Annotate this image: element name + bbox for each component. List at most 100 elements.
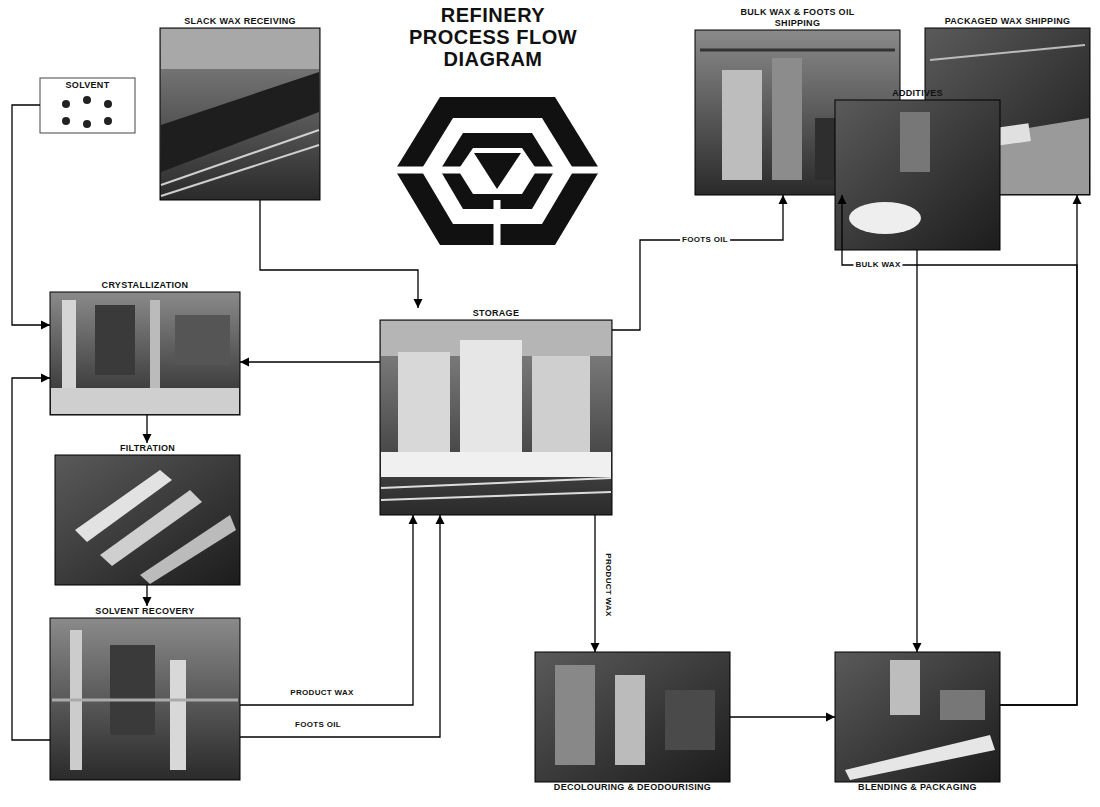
station-label: BULK WAX & FOOTS OIL SHIPPING	[730, 7, 865, 30]
machine	[940, 690, 985, 720]
column	[615, 675, 645, 765]
flow-label: PRODUCT WAX	[603, 551, 613, 618]
flow-arrow	[916, 250, 917, 652]
photo-frame	[55, 455, 240, 585]
photo-area	[835, 652, 1000, 782]
bag	[849, 202, 921, 234]
photo-area	[50, 292, 240, 415]
flask-icon	[83, 96, 91, 104]
conveyor	[845, 735, 995, 780]
tank	[460, 340, 522, 452]
station-label: PACKAGED WAX SHIPPING	[925, 16, 1090, 28]
flow-arrow	[240, 515, 440, 737]
photo-frame	[50, 292, 240, 415]
process-station: BULK WAX & FOOTS OIL SHIPPING	[695, 7, 900, 195]
flow-label: FOOTS OIL	[293, 720, 343, 730]
process-station: DECOLOURING & DEODOURISING	[535, 652, 730, 794]
flow-arrow	[12, 105, 50, 325]
column	[170, 660, 186, 770]
input-box: SOLVENT	[40, 78, 135, 133]
photo-frame	[835, 100, 1000, 250]
flask-icon	[62, 117, 70, 125]
flow-arrow	[12, 378, 50, 740]
photo	[160, 28, 320, 200]
logo-cut	[395, 167, 462, 174]
diagram-title: REFINERY PROCESS FLOW DIAGRAM	[400, 4, 586, 70]
machine	[890, 660, 920, 715]
flow-arrow	[240, 515, 413, 705]
tank	[772, 58, 802, 180]
photo-area	[55, 455, 240, 585]
photo	[835, 100, 1000, 250]
logo-triangle	[474, 153, 521, 189]
photo-area	[160, 28, 320, 200]
station-label: SLACK WAX RECEIVING	[160, 16, 320, 28]
photo-area	[695, 30, 900, 195]
photo	[50, 292, 240, 415]
logo-cut	[533, 167, 600, 174]
logo-cut	[494, 200, 501, 245]
process-station: PACKAGED WAX SHIPPING	[925, 16, 1090, 195]
tank	[398, 352, 450, 452]
flow-arrow	[1000, 195, 1077, 705]
rail	[161, 145, 319, 196]
tank	[532, 356, 590, 452]
flask-icon	[62, 100, 70, 108]
rail	[161, 130, 319, 185]
photo-sky	[161, 29, 319, 69]
logo-outer	[395, 97, 600, 245]
hopper	[900, 112, 930, 172]
photo-frame	[535, 652, 730, 782]
station-label: FILTRATION	[55, 443, 240, 455]
logo-gap	[458, 148, 537, 194]
flow-arrow	[146, 585, 147, 606]
pipe	[381, 478, 611, 488]
flow-arrow	[842, 195, 1077, 705]
beam	[930, 45, 1085, 60]
photo	[50, 618, 240, 780]
station-label: CRYSTALLIZATION	[50, 280, 240, 292]
photo-area	[535, 652, 730, 782]
photo-frame	[835, 652, 1000, 782]
pipe	[381, 492, 611, 500]
station-label: ADDITIVES	[835, 88, 1000, 100]
solvent-panel	[40, 78, 135, 133]
station-label: SOLVENT	[40, 78, 135, 92]
filter-drum	[140, 515, 236, 584]
process-station: SLACK WAX RECEIVING	[160, 16, 320, 200]
photo	[835, 652, 1000, 782]
station-label: STORAGE	[380, 308, 612, 320]
station-label: BLENDING & PACKAGING	[835, 782, 1000, 794]
photo-frame	[160, 28, 320, 200]
flask-icon	[83, 120, 91, 128]
flow-arrow	[240, 361, 380, 362]
photo-area	[380, 320, 612, 515]
process-station: STORAGE	[380, 308, 612, 515]
process-station: FILTRATION	[55, 443, 240, 585]
photo	[535, 652, 730, 782]
photo-area	[835, 100, 1000, 250]
company-logo	[395, 97, 600, 245]
station-label: SOLVENT RECOVERY	[50, 606, 240, 618]
flow-arrow	[594, 515, 595, 652]
process-station: CRYSTALLIZATION	[50, 280, 240, 415]
photo	[55, 455, 240, 585]
pipe	[700, 49, 895, 52]
vessel	[175, 315, 230, 365]
flow-label: PRODUCT WAX	[288, 688, 355, 698]
tank	[722, 70, 762, 180]
vessel	[95, 305, 135, 375]
flow-arrow	[260, 200, 418, 308]
process-station: SOLVENT RECOVERY	[50, 606, 240, 780]
flow-label: FOOTS OIL	[680, 235, 730, 245]
station-label: DECOLOURING & DEODOURISING	[535, 782, 730, 794]
process-station: ADDITIVES	[835, 88, 1000, 250]
flow-arrow	[612, 195, 783, 330]
ground	[381, 452, 611, 477]
photo-area	[50, 618, 240, 780]
photo-frame	[50, 618, 240, 780]
